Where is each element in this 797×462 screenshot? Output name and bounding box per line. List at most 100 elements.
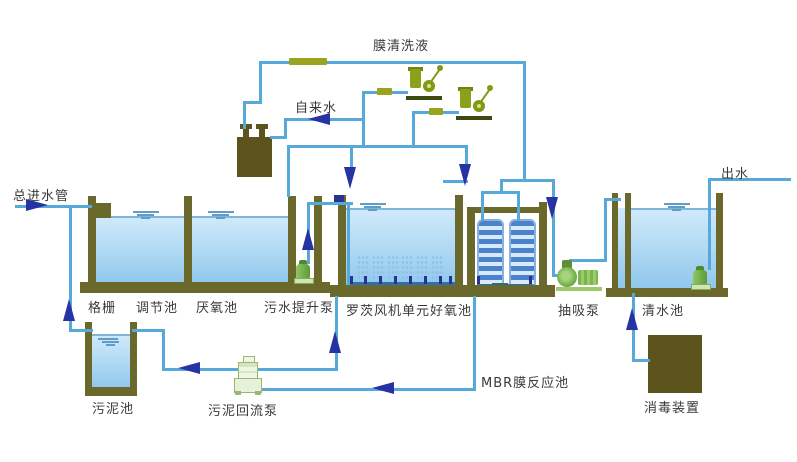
air-bubbles-icon bbox=[387, 255, 400, 282]
pipe-segment bbox=[517, 191, 520, 221]
pump-inlet bbox=[562, 260, 572, 269]
pipe-segment bbox=[69, 329, 93, 332]
tank-wall bbox=[467, 207, 475, 287]
water-ripple-icon bbox=[208, 211, 234, 219]
water-ripple-icon bbox=[360, 203, 386, 211]
tank-wall bbox=[314, 196, 322, 292]
clear-tank-pump-icon bbox=[691, 266, 711, 290]
tank-wall bbox=[288, 196, 296, 292]
tank-bottom bbox=[606, 288, 728, 297]
label-bar-screen: 格栅 bbox=[88, 301, 117, 316]
tank-wall bbox=[455, 195, 463, 291]
pipe-segment bbox=[569, 259, 607, 262]
valve-icon bbox=[377, 88, 392, 95]
pipe-segment bbox=[632, 359, 650, 362]
pipe-segment bbox=[500, 179, 503, 194]
air-bubbles-icon bbox=[416, 255, 429, 282]
membrane-module bbox=[477, 219, 504, 287]
pump-body bbox=[296, 264, 310, 278]
label-lift-pump: 污水提升泵 bbox=[264, 301, 335, 316]
label-suction-pump: 抽吸泵 bbox=[558, 304, 601, 319]
label-anaerobic-tank: 厌氧池 bbox=[196, 301, 239, 316]
pump-motor bbox=[473, 100, 485, 112]
disinfection-device-box bbox=[648, 335, 702, 393]
air-diffuser-icon bbox=[350, 276, 353, 284]
label-outlet: 出水 bbox=[721, 167, 750, 182]
pump-handle bbox=[430, 69, 440, 83]
pump-body bbox=[693, 270, 707, 284]
pump-handle bbox=[480, 89, 490, 103]
pump-base bbox=[234, 378, 262, 393]
suction-pump-icon bbox=[556, 260, 602, 292]
tank-wall bbox=[85, 322, 92, 392]
tank-bottom bbox=[80, 282, 330, 293]
tank-wall bbox=[338, 195, 346, 291]
flow-arrow-icon bbox=[178, 362, 200, 374]
pipe-segment bbox=[481, 191, 484, 221]
anaerobic-tank-water bbox=[192, 216, 288, 285]
pipe-segment bbox=[552, 179, 555, 277]
label-regulating-tank: 调节池 bbox=[136, 301, 179, 316]
pump-motor bbox=[423, 80, 435, 92]
tank-fitting bbox=[243, 127, 249, 138]
tank-wall bbox=[625, 193, 631, 289]
label-sludge-tank: 污泥池 bbox=[92, 402, 135, 417]
pump-base bbox=[406, 96, 442, 100]
air-bubbles-icon bbox=[372, 255, 385, 282]
label-mbr-tank: MBR膜反应池 bbox=[481, 376, 570, 391]
pipe-segment bbox=[69, 205, 72, 332]
air-bubbles-icon bbox=[401, 255, 414, 282]
pipe-segment bbox=[162, 329, 165, 371]
pipe-segment bbox=[604, 198, 621, 201]
tank-wall bbox=[184, 196, 192, 292]
pipe-segment bbox=[350, 145, 353, 173]
dosing-pump-icon bbox=[456, 85, 493, 120]
flow-arrow-icon bbox=[344, 167, 356, 189]
cleaning-solution-tank bbox=[237, 137, 272, 177]
tank-wall bbox=[88, 196, 96, 292]
air-diffuser-icon bbox=[394, 276, 397, 284]
air-bubbles-icon bbox=[431, 255, 444, 282]
tank-wall bbox=[539, 202, 547, 287]
pump-handle-knob bbox=[487, 85, 493, 91]
label-aerobic-tank: 罗茨风机单元好氧池 bbox=[346, 304, 473, 319]
label-tap-water: 自来水 bbox=[295, 101, 338, 116]
pipe-connector bbox=[334, 195, 344, 202]
flow-arrow-icon bbox=[63, 299, 75, 321]
pump-body bbox=[410, 69, 421, 88]
flow-arrow-icon bbox=[372, 382, 394, 394]
label-main-inlet: 总进水管 bbox=[13, 189, 70, 204]
pipe-segment bbox=[287, 145, 290, 197]
pipe-segment bbox=[708, 178, 711, 270]
pump-base bbox=[294, 278, 314, 284]
tank-bottom bbox=[85, 387, 137, 396]
flow-arrow-icon bbox=[626, 308, 638, 330]
pump-motor bbox=[578, 270, 598, 285]
pipe-segment bbox=[259, 61, 525, 64]
pipe-segment bbox=[412, 111, 415, 148]
flow-arrow-icon bbox=[26, 199, 48, 211]
sludge-tank-water bbox=[92, 334, 130, 390]
pipe-segment bbox=[604, 198, 607, 262]
pipe-segment bbox=[132, 329, 165, 332]
pump-base bbox=[556, 287, 602, 291]
air-diffuser-icon bbox=[379, 276, 382, 284]
tank-fitting bbox=[240, 124, 252, 129]
regulating-tank-water bbox=[96, 216, 184, 285]
flow-arrow-icon bbox=[459, 164, 471, 186]
pump-handle-knob bbox=[437, 65, 443, 71]
membrane-module bbox=[509, 219, 536, 287]
pump-base bbox=[456, 116, 492, 120]
pump-body bbox=[460, 89, 471, 108]
water-ripple-icon bbox=[133, 211, 159, 219]
mbr-tank-top-rim bbox=[467, 207, 547, 213]
pipe-segment bbox=[473, 296, 476, 391]
tank-bottom bbox=[330, 285, 555, 297]
valve-icon bbox=[289, 58, 327, 65]
label-sludge-return-pump: 污泥回流泵 bbox=[208, 404, 279, 419]
tank-wall bbox=[130, 322, 137, 392]
pump-body bbox=[238, 362, 258, 379]
pipe-segment bbox=[523, 61, 526, 182]
flow-arrow-icon bbox=[308, 113, 330, 125]
